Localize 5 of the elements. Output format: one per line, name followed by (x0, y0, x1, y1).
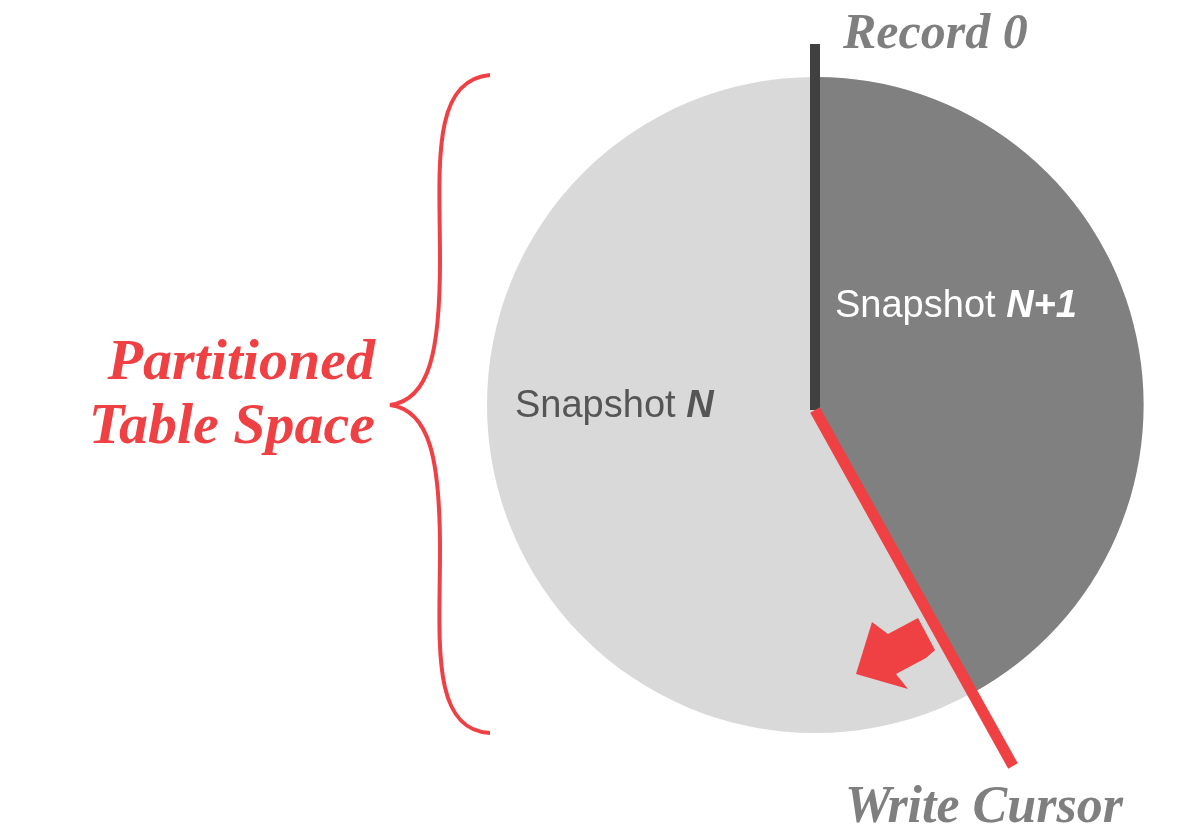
segment-label: Snapshot N (515, 383, 714, 426)
annotation-label: Record 0 (843, 2, 1028, 60)
annotation-label: Write Cursor (845, 775, 1123, 834)
annotation-label: Partitioned Table Space (87, 328, 375, 456)
segment-label: Snapshot N+1 (835, 283, 1077, 326)
